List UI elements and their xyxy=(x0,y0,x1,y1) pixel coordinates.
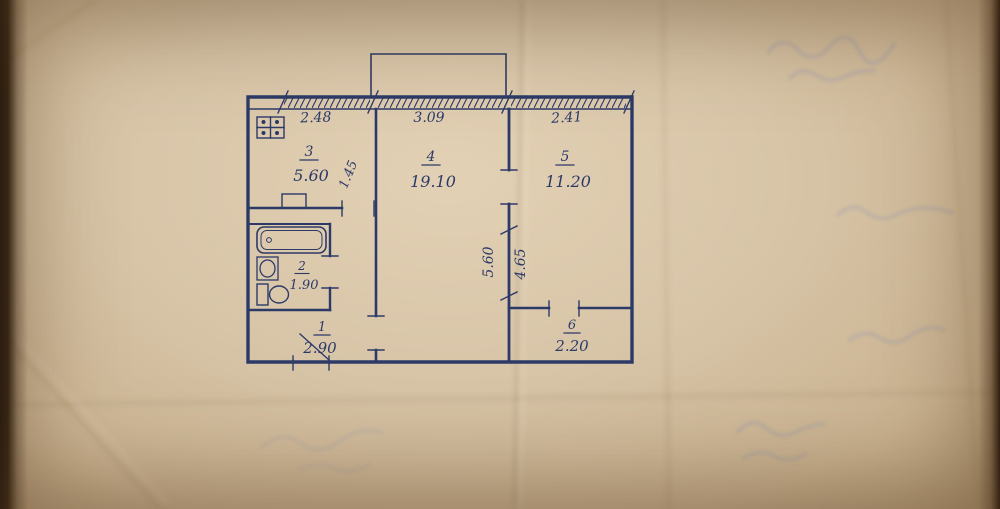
window-hatching xyxy=(284,97,626,108)
door-openings xyxy=(292,169,580,371)
room-number-hall: 1 xyxy=(318,320,326,335)
dim-bedroom-depth: 4.65 xyxy=(513,248,529,280)
dimension-ticks-top xyxy=(277,90,635,114)
room-number-bathroom: 2 xyxy=(297,259,306,273)
sink-icon xyxy=(256,256,279,281)
dim-living-width: 3.09 xyxy=(413,110,444,126)
vent-shaft xyxy=(281,193,307,209)
dim-kitchen-part: 1.45 xyxy=(336,158,361,190)
room-area-kitchen: 5.60 xyxy=(293,166,329,185)
dim-tick-mid-2 xyxy=(500,291,518,301)
bathtub-icon xyxy=(256,226,327,254)
room-area-hall: 2.90 xyxy=(302,339,337,357)
room-area-bathroom: 1.90 xyxy=(290,278,319,293)
room-area-living: 19.10 xyxy=(410,172,456,191)
dim-kitchen-width: 2.48 xyxy=(299,109,332,126)
photo-right-edge xyxy=(978,0,1000,509)
ghost-writing xyxy=(260,35,954,473)
toilet-icon xyxy=(256,283,290,306)
balcony-outline xyxy=(370,53,507,97)
room-number-kitchen: 3 xyxy=(305,144,314,160)
room-number-storage: 6 xyxy=(568,318,576,333)
dim-tick-mid-1 xyxy=(500,225,518,235)
photo-left-edge xyxy=(0,0,28,509)
interior-walls xyxy=(247,107,634,364)
dim-living-depth: 5.60 xyxy=(481,246,497,277)
dim-bedroom-width: 2.41 xyxy=(550,109,583,127)
room-area-bedroom: 11.20 xyxy=(545,172,591,191)
room-number-living: 4 xyxy=(426,149,436,165)
stove-icon xyxy=(256,116,285,139)
room-number-bedroom: 5 xyxy=(561,149,570,165)
entry-door-leaf xyxy=(299,333,330,361)
room-area-storage: 2.20 xyxy=(554,337,589,355)
